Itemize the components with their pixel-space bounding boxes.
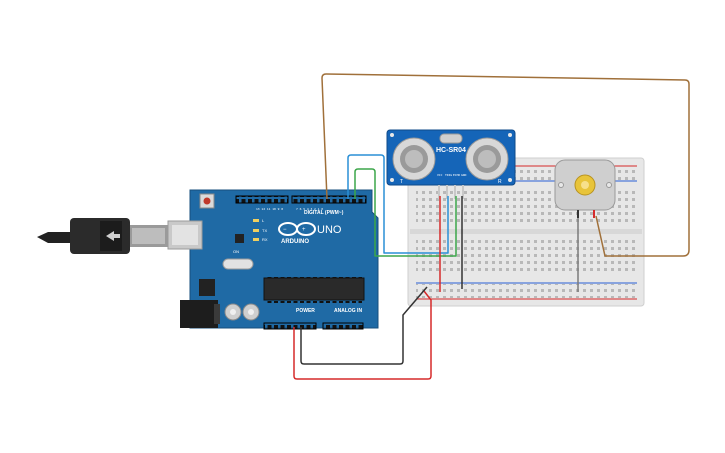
digital-label: DIGITAL (PWM~) <box>304 210 344 216</box>
led-tx <box>253 229 259 232</box>
wire-blue-trig[interactable] <box>347 154 449 254</box>
breadboard-bottom-terminals <box>416 237 637 273</box>
led-label-l: L <box>262 218 265 223</box>
digital-pin-labels: 13 12 11 10 9 8 7 6 5 4 3 2 1 0 <box>256 207 323 211</box>
sensor-crystal <box>439 133 463 144</box>
dc-power-jack <box>180 300 218 328</box>
led-l <box>253 219 259 222</box>
transmitter-transducer <box>392 137 436 181</box>
digital-header-left <box>235 195 289 204</box>
hc-sr04-ultrasonic-sensor[interactable]: HC-SR04 T R VCC TRIG ECHO GND <box>386 129 516 199</box>
wire-green-echo[interactable] <box>354 168 457 257</box>
receiver-mark: R <box>498 179 502 185</box>
sensor-pin-label-vcc: VCC <box>437 173 443 177</box>
breadboard-bottom-rail <box>416 284 637 298</box>
analog-in-label: ANALOG IN <box>334 308 362 314</box>
svg-text:7 6 5 4 3 2 1 0: 7 6 5 4 3 2 1 0 <box>296 207 323 211</box>
svg-text:+: + <box>302 227 306 233</box>
arduino-logo-icon: − + <box>278 222 316 236</box>
usb-symbol-icon <box>106 231 120 241</box>
crystal-oscillator <box>222 258 254 270</box>
sensor-pin-label-echo: ECHO <box>453 173 460 177</box>
on-label: ON <box>233 249 239 254</box>
arduino-brand-text: ARDUINO <box>281 239 309 245</box>
sensor-pin-label-trig: TRIG <box>445 173 452 177</box>
wire-brown-pin-to-motor[interactable] <box>321 73 690 257</box>
power-label: POWER <box>296 308 315 314</box>
usb-controller-chip <box>235 234 244 243</box>
power-header <box>263 322 317 330</box>
svg-text:13 12 11 10 9 8: 13 12 11 10 9 8 <box>256 207 283 211</box>
arduino-uno-board[interactable]: 13 12 11 10 9 8 7 6 5 4 3 2 1 0 DIGITAL … <box>167 189 379 330</box>
sensor-pins <box>438 185 464 199</box>
dc-motor[interactable] <box>554 159 616 218</box>
atmega-chip <box>263 277 365 301</box>
led-rx <box>253 238 259 241</box>
led-label-rx: RX <box>262 237 268 242</box>
sensor-model-label: HC-SR04 <box>436 147 466 154</box>
wire-red-5v[interactable] <box>293 290 432 380</box>
led-label-tx: TX <box>262 228 267 233</box>
usb-cable[interactable] <box>37 218 168 254</box>
transmitter-mark: T <box>400 179 403 185</box>
voltage-regulator <box>199 279 215 296</box>
wire-black-ground[interactable] <box>300 286 428 365</box>
receiver-transducer <box>465 137 509 181</box>
arduino-model-text: UNO <box>317 224 342 236</box>
svg-text:−: − <box>283 227 287 233</box>
analog-header <box>322 322 364 330</box>
digital-header-right <box>291 195 367 204</box>
sensor-pin-label-gnd: GND <box>461 173 467 177</box>
